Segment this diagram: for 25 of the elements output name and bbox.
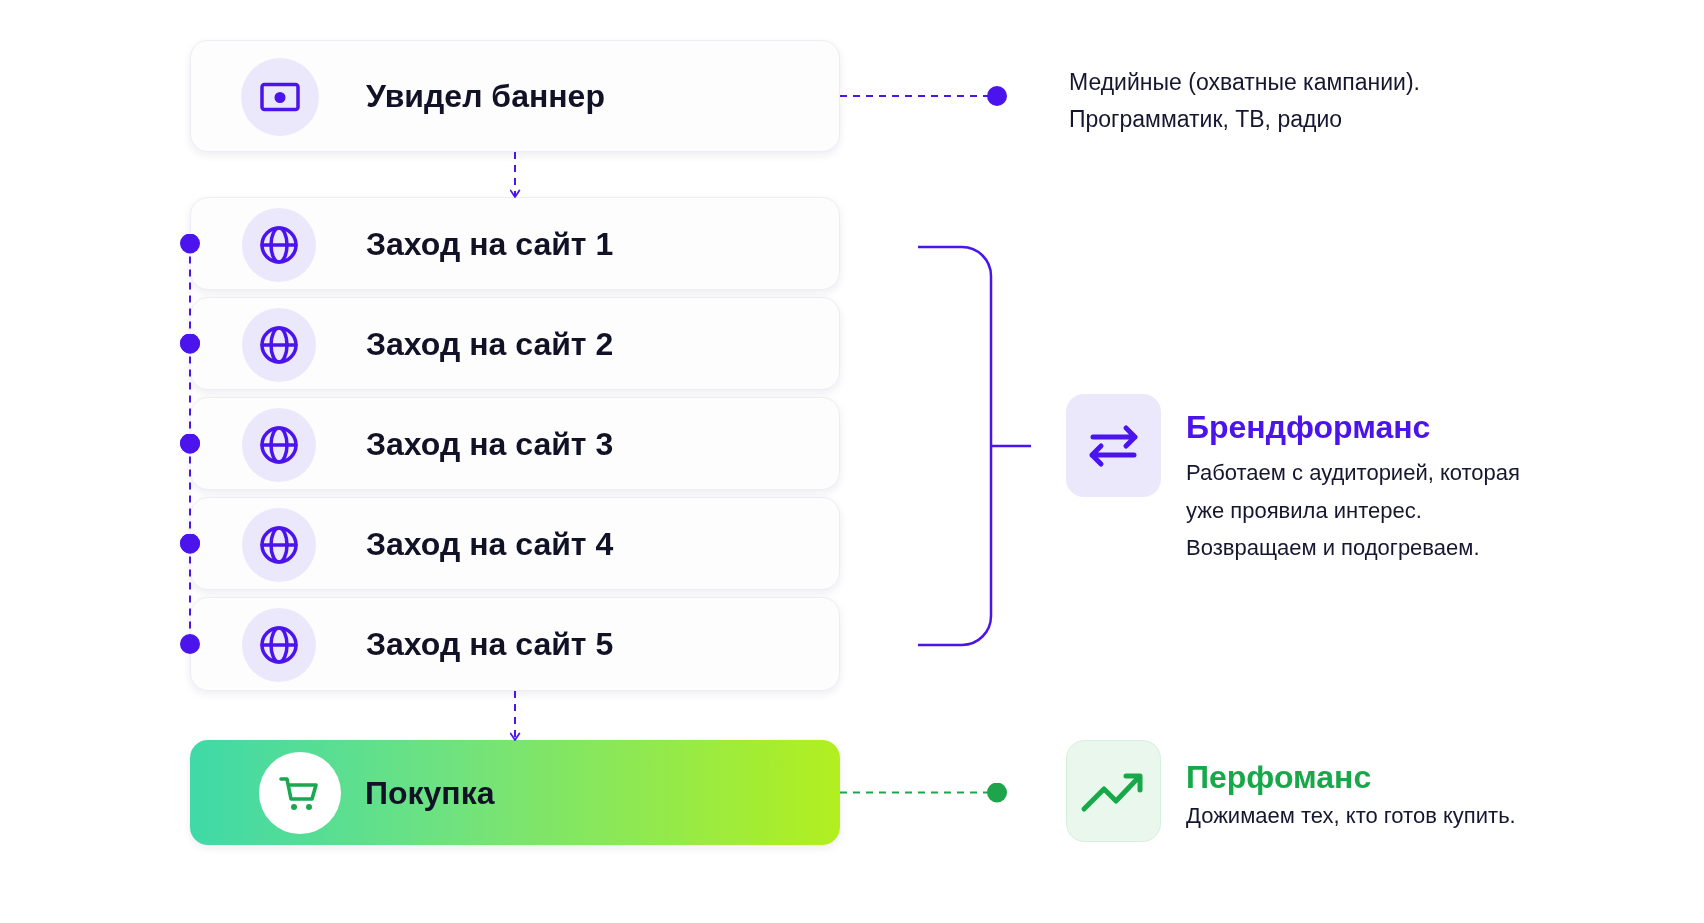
highlight-card [190,740,840,845]
description-text: Дожимаем тех, кто готов купить. [1186,802,1517,830]
step-card [190,497,840,590]
step-label: Заход на сайт 1 [366,224,614,264]
connector-line [839,86,1008,106]
step-label: Заход на сайт 4 [366,524,614,564]
step-card [190,597,840,691]
step-label: Покупка [365,773,495,813]
section-title: Брендформанс [1186,408,1432,447]
step-label: Заход на сайт 2 [366,324,614,364]
step-card [190,40,840,152]
description-text: Работаем с аудиторией, которая уже проявила интерес. [1186,459,1521,525]
step-label: Заход на сайт 3 [366,424,614,464]
section-title: Перфоманс [1186,758,1373,797]
step-card [190,397,840,490]
connector-line [839,782,1008,803]
step-card [190,197,840,290]
arrow [509,690,521,741]
arrow [509,151,521,198]
step-card [190,297,840,390]
description-text: Медийные (охватные кампании). Программатик, ТВ, радио [1069,68,1421,134]
description-text: Возвращаем и подогреваем. [1186,534,1481,562]
step-label: Заход на сайт 5 [366,625,614,664]
connector-line [180,533,200,654]
step-label: Увидел баннер [366,77,605,116]
